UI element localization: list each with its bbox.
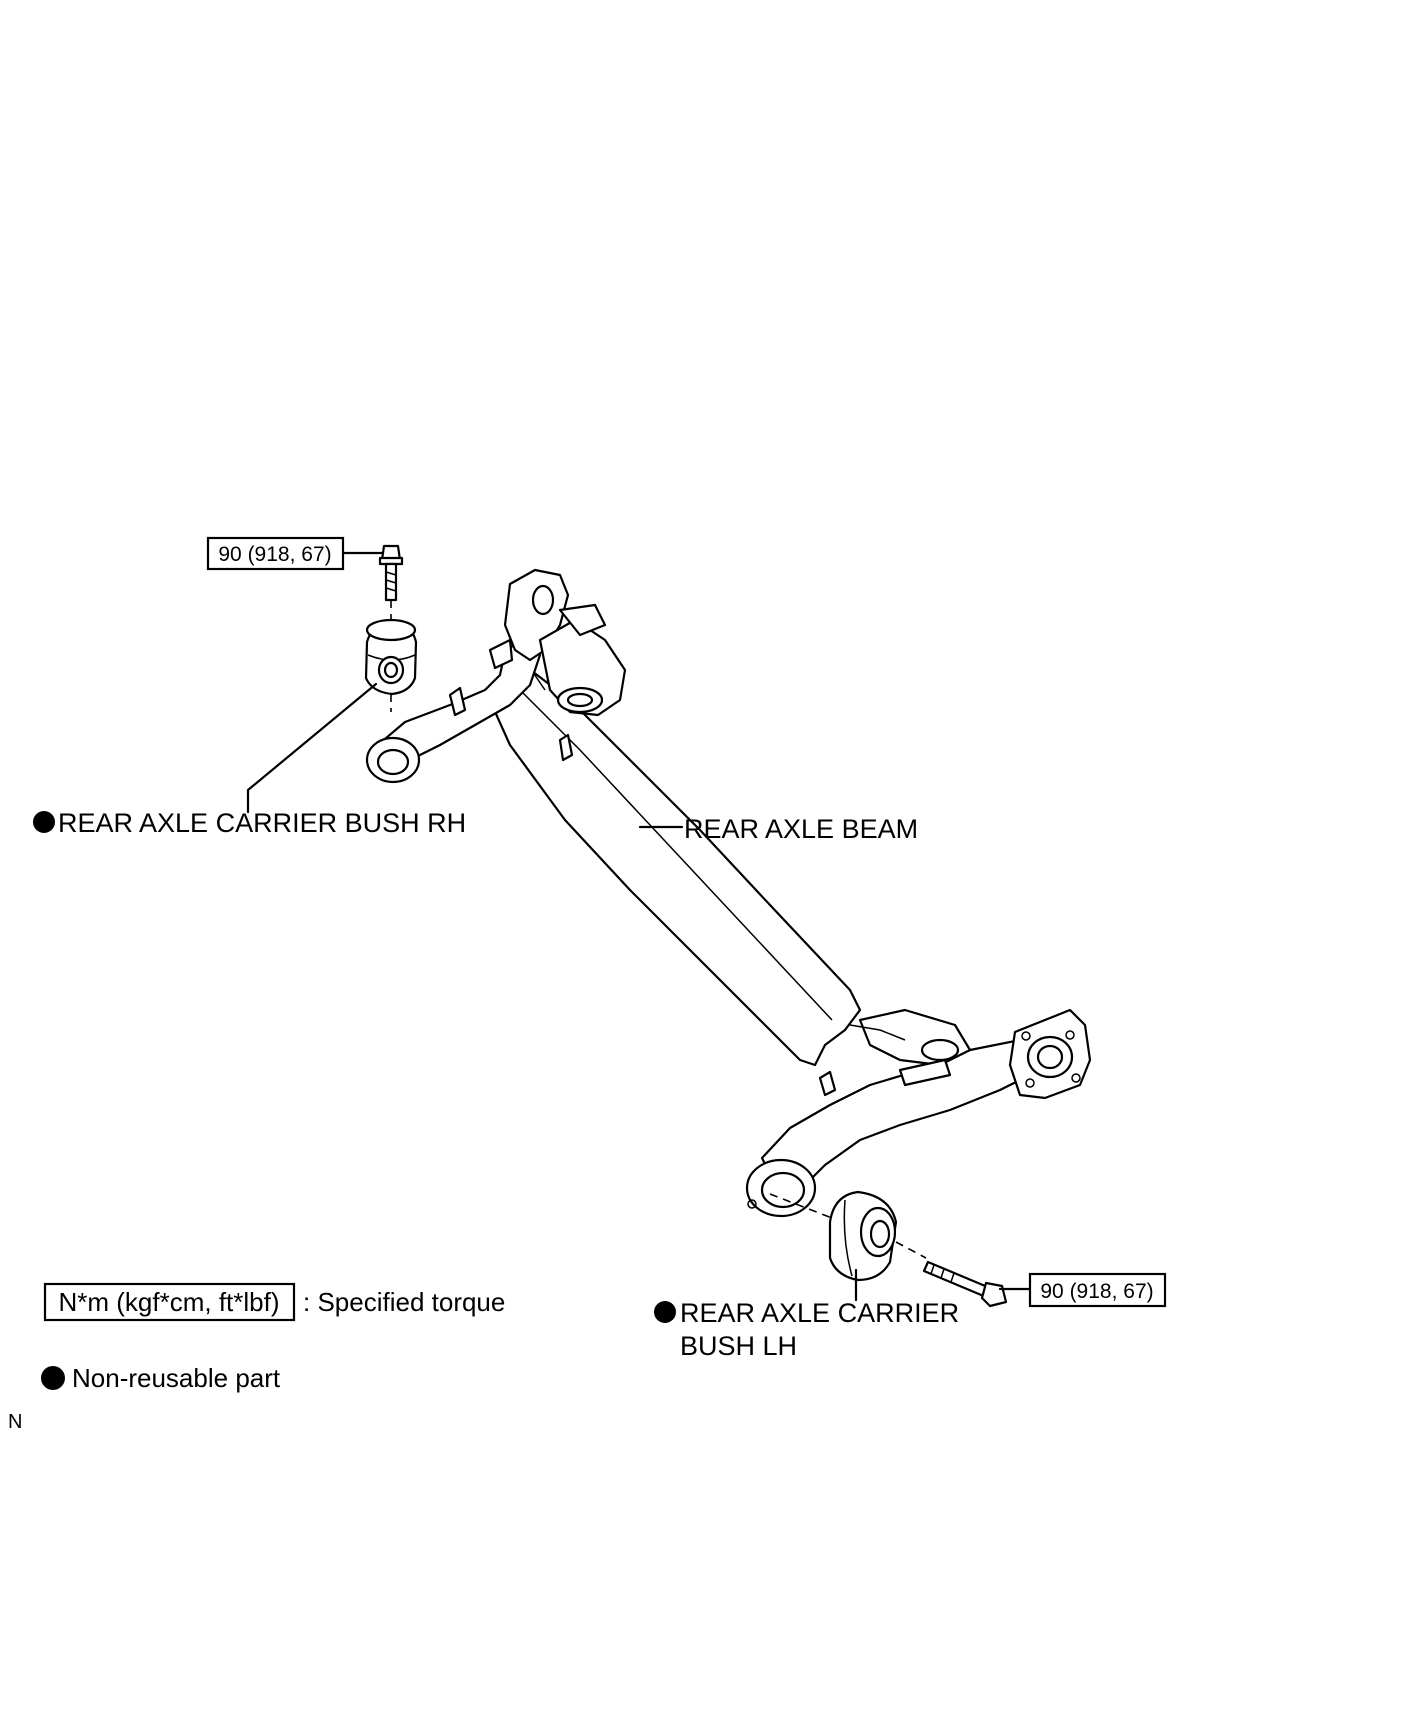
callout-axle-beam: REAR AXLE BEAM [684,814,918,844]
callout-bush-lh-line2: BUSH LH [680,1331,797,1361]
bush-rh-drawing [364,544,418,712]
callout-bush-lh-line1: REAR AXLE CARRIER [680,1298,959,1328]
nonreusable-marker-lh [654,1301,676,1323]
torque-value-lower: 90 (918, 67) [1040,1280,1153,1303]
legend-nonreusable-marker [41,1366,65,1390]
legend-torque-box [43,1282,296,1322]
callout-bush-rh: REAR AXLE CARRIER BUSH RH [58,808,466,838]
leader-lines [246,551,1032,1302]
legend-nonreusable-desc: Non-reusable part [72,1363,281,1393]
rear-axle-beam-drawing [365,568,1092,1218]
bush-lh-drawing [769,1190,1008,1308]
torque-box-lower [1028,1272,1167,1308]
legend-torque-desc: : Specified torque [303,1287,505,1317]
torque-value-upper: 90 (918, 67) [218,543,331,566]
legend-torque-unit: N*m (kgf*cm, ft*lbf) [58,1287,279,1317]
figure-code: N [8,1411,22,1433]
torque-box-upper [206,536,345,571]
legend: N*m (kgf*cm, ft*lbf) : Specified torque … [41,1282,505,1393]
nonreusable-marker-rh [33,811,55,833]
